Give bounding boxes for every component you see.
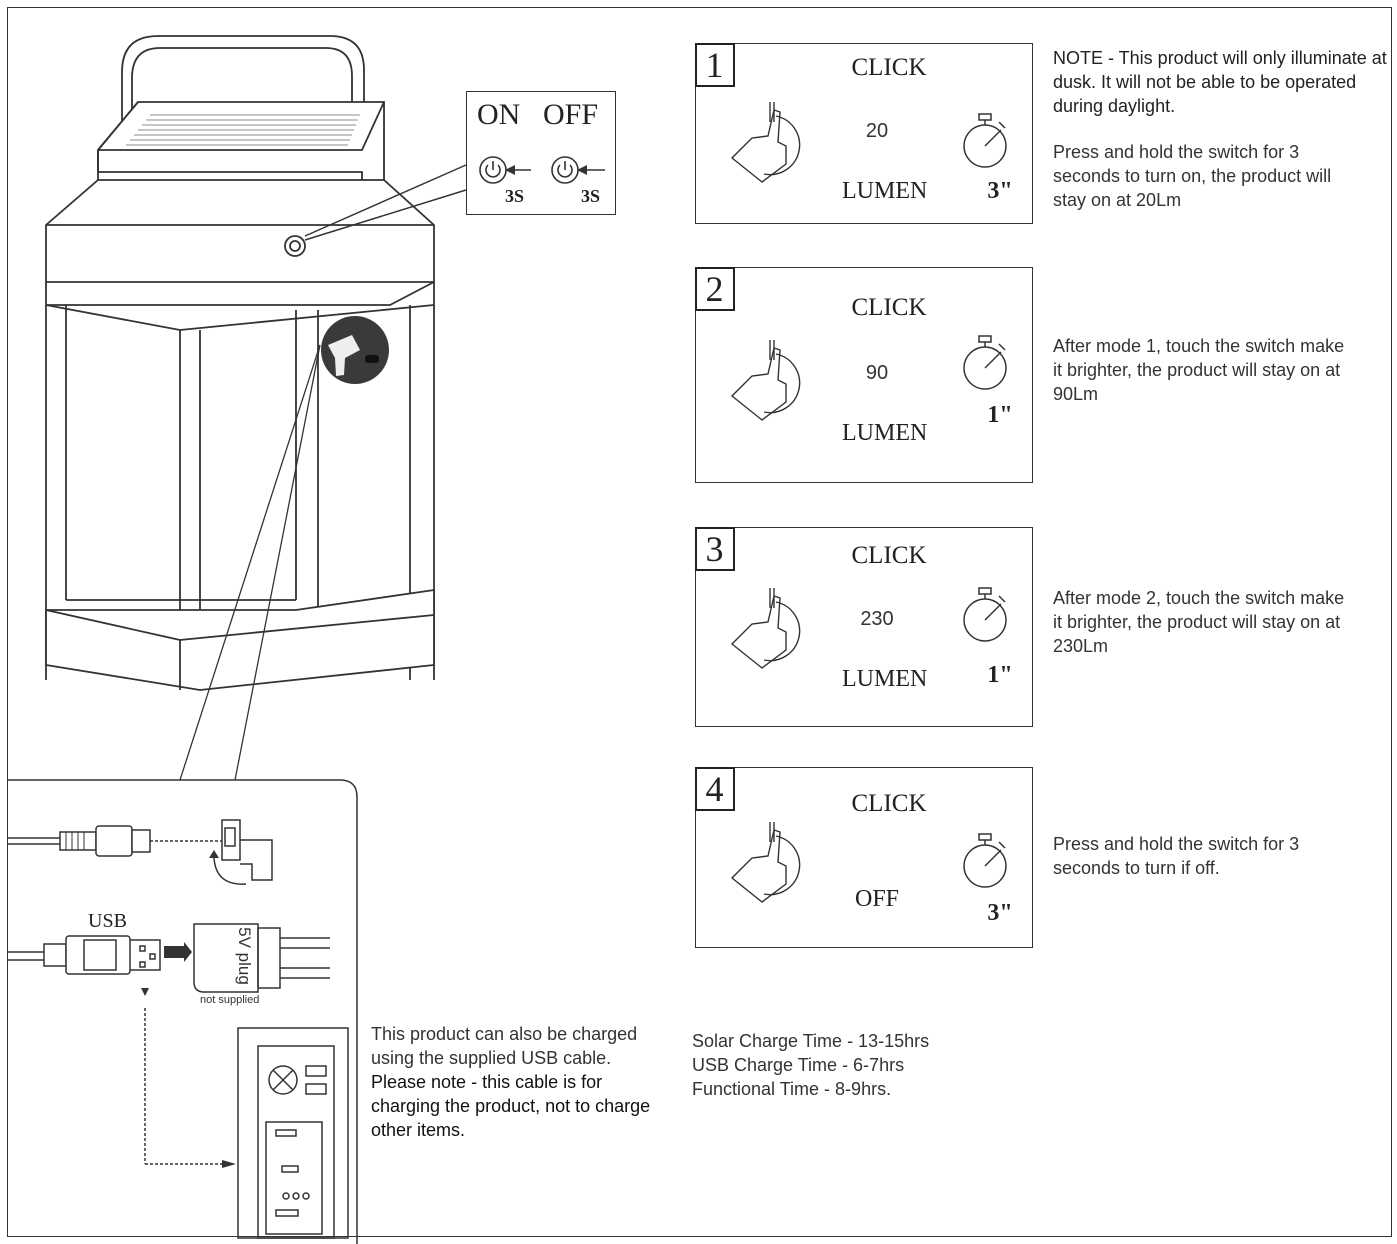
mode-4-seconds: 3" <box>987 900 1013 926</box>
mode-4-box: 4 CLICK OFF 3" <box>694 766 1033 948</box>
mode-2-unit: LUMEN <box>842 420 928 446</box>
usb-charge-text-2: Please note - this cable is for charging… <box>371 1072 651 1140</box>
mode-1-value: 20 <box>865 120 889 142</box>
mode-1-click: CLICK <box>851 54 927 81</box>
hand-press-icon <box>730 340 801 421</box>
usb-charge-text: This product can also be charged using t… <box>371 1022 661 1142</box>
mode-1-seconds: 3" <box>987 178 1013 204</box>
hand-press-icon <box>730 588 801 669</box>
on-off-panel: ON OFF 3S 3S <box>466 91 616 215</box>
not-supplied-label: not supplied <box>200 994 260 1006</box>
mode-2-seconds: 1" <box>987 402 1013 428</box>
mode-4-number: 4 <box>694 766 735 811</box>
mode-4-off-label: OFF <box>854 886 900 912</box>
hand-press-icon <box>730 102 801 183</box>
usb-label: USB <box>88 910 127 932</box>
mode-2-value: 90 <box>865 362 889 384</box>
mode-1-box: 1 CLICK 20 LUMEN 3" <box>694 42 1033 224</box>
stopwatch-icon <box>963 113 1007 168</box>
functional-time: Functional Time - 8-9hrs. <box>692 1079 892 1099</box>
usb-charge-text-1: This product can also be charged using t… <box>371 1024 638 1068</box>
mode-4-description: Press and hold the switch for 3 seconds … <box>1053 834 1300 878</box>
charge-times: Solar Charge Time - 13-15hrs USB Charge … <box>692 1029 1012 1101</box>
mode-3-click: CLICK <box>851 542 927 569</box>
mode-1-unit: LUMEN <box>842 178 928 204</box>
mode-3-unit: LUMEN <box>842 666 928 692</box>
plug-label: 5V plug <box>235 927 254 985</box>
mode-2-description: After mode 1, touch the switch make it b… <box>1053 336 1345 404</box>
mode-4-click: CLICK <box>851 790 927 817</box>
usb-charge-time: USB Charge Time - 6-7hrs <box>692 1055 905 1075</box>
mode-1-number: 1 <box>694 42 735 87</box>
stopwatch-icon <box>963 587 1007 642</box>
mode-2-click: CLICK <box>851 294 927 321</box>
mode-3-box: 3 CLICK 230 LUMEN 1" <box>694 526 1033 727</box>
hand-press-icon <box>730 822 801 903</box>
mode-3-number: 3 <box>694 526 735 571</box>
stopwatch-icon <box>963 335 1007 390</box>
page-frame <box>7 7 1392 1237</box>
lantern-illustration <box>7 35 467 1244</box>
usb-charging-diagram <box>7 819 349 1239</box>
daylight-note: NOTE - This product will only illuminate… <box>1053 48 1387 116</box>
power-button-icon <box>479 156 605 184</box>
mode-2-number: 2 <box>694 266 735 311</box>
off-time-label: 3S <box>581 186 601 206</box>
mode-3-seconds: 1" <box>987 662 1013 688</box>
mode-3-value: 230 <box>860 608 894 630</box>
stopwatch-icon <box>963 833 1007 888</box>
on-label: ON <box>477 98 521 131</box>
on-time-label: 3S <box>505 186 525 206</box>
mode-1-description: Press and hold the switch for 3 seconds … <box>1053 142 1332 210</box>
off-label: OFF <box>543 98 599 131</box>
solar-charge-time: Solar Charge Time - 13-15hrs <box>692 1031 930 1051</box>
mode-3-description: After mode 2, touch the switch make it b… <box>1053 588 1345 656</box>
mode-2-box: 2 CLICK 90 LUMEN 1" <box>694 266 1033 483</box>
